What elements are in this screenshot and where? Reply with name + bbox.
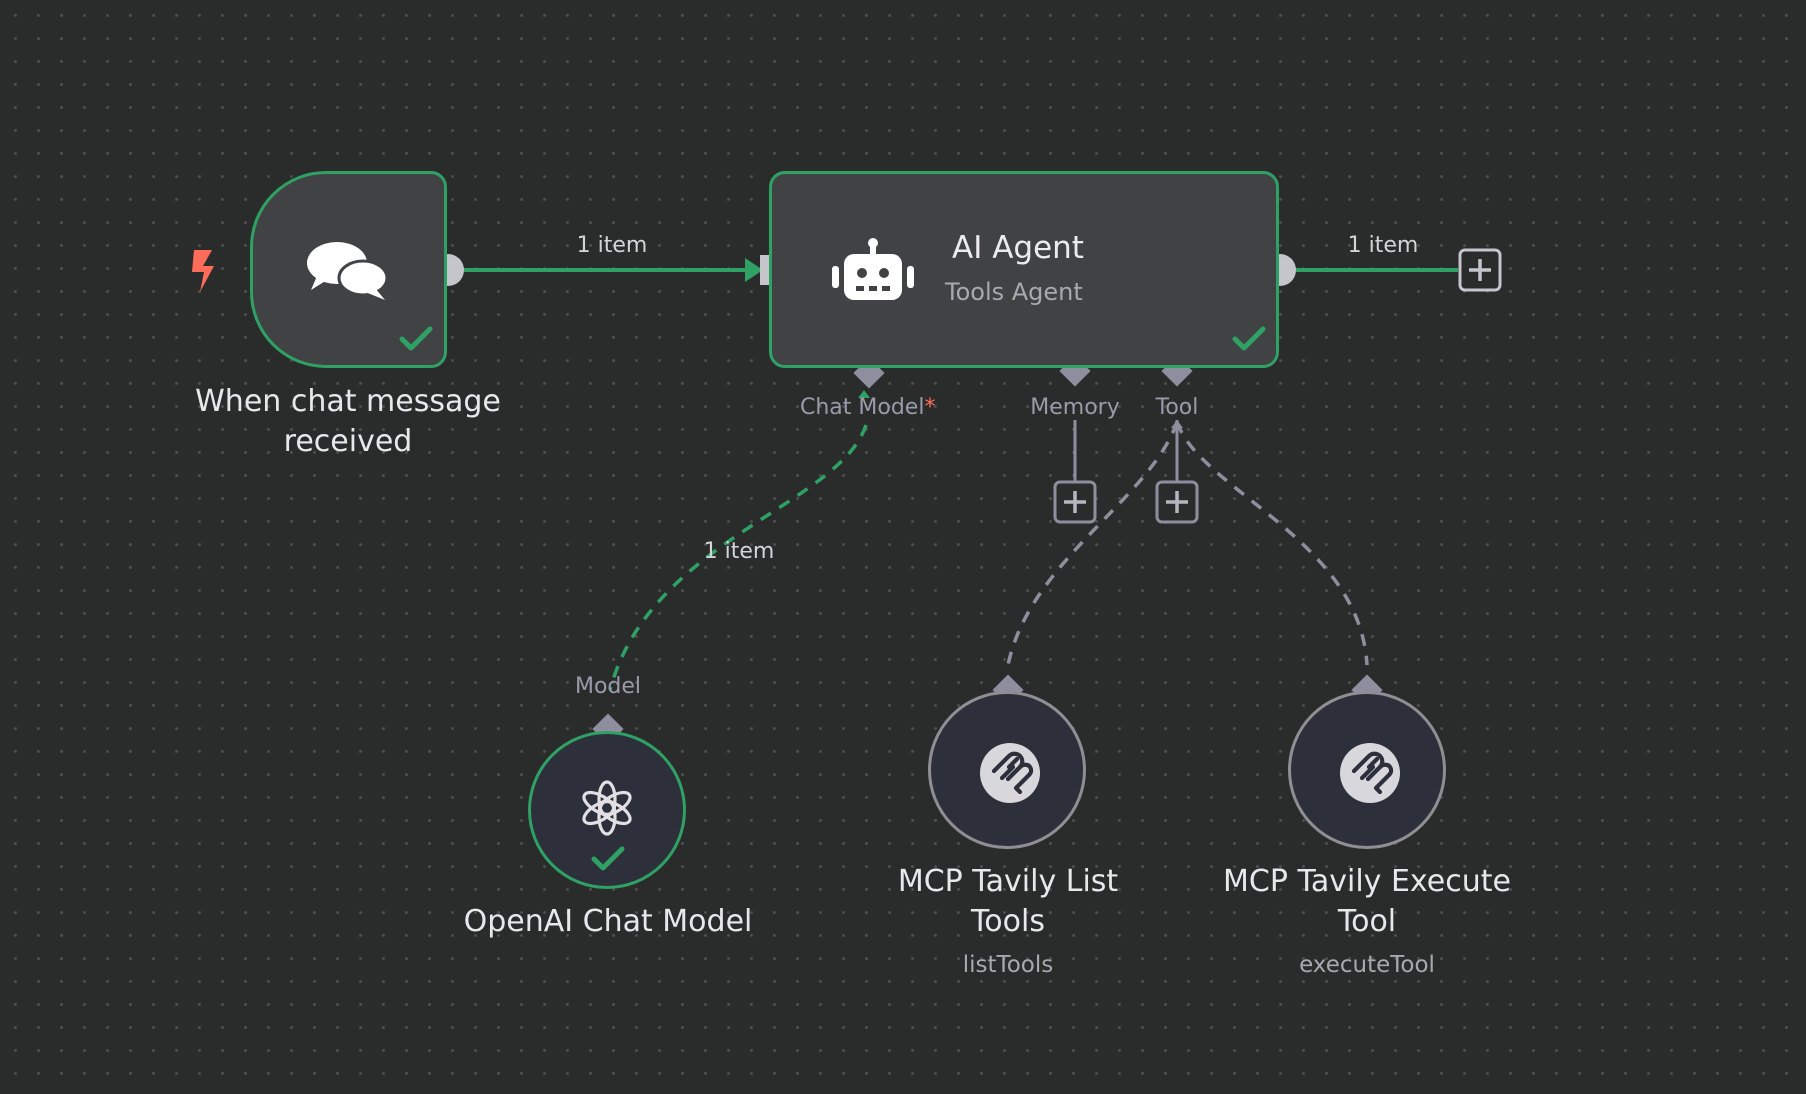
edge-label-agent-output: 1 item (1348, 233, 1419, 258)
connection-model-to-agent[interactable] (608, 424, 868, 691)
ai-agent-node[interactable] (769, 171, 1279, 368)
add-node-after-agent-button[interactable] (1458, 248, 1502, 292)
checkmark-icon (1232, 326, 1266, 351)
openai-node-title: OpenAI Chat Model (463, 904, 753, 939)
trigger-node[interactable] (250, 171, 447, 368)
chat-bubbles-icon (307, 242, 389, 300)
checkmark-icon (591, 846, 625, 871)
add-tool-button[interactable] (1155, 480, 1199, 524)
mcp-tavily-execute-tool-node[interactable] (1288, 691, 1446, 849)
agent-node-subtitle: Tools Agent (945, 278, 1083, 306)
add-memory-button[interactable] (1053, 480, 1097, 524)
mcp-exec-node-subtitle: executeTool (1299, 952, 1435, 978)
edge-label-model-to-agent: 1 item (704, 539, 775, 564)
port-label-memory: Memory (1030, 395, 1119, 420)
robot-icon (832, 238, 914, 300)
chat-model-arrowhead (858, 390, 870, 398)
port-label-tool: Tool (1155, 395, 1199, 420)
checkmark-icon (399, 326, 433, 351)
agent-node-title: AI Agent (952, 230, 1084, 266)
port-label-model: Model (575, 674, 641, 699)
connection-arrowhead (745, 258, 763, 282)
trigger-node-title: When chat message received (195, 384, 501, 459)
mcp-list-node-title: MCP Tavily List Tools (897, 864, 1119, 939)
openai-chat-model-node[interactable] (528, 731, 686, 889)
mcp-icon (980, 743, 1040, 803)
connection-mcp-exec-to-agent[interactable] (1175, 421, 1369, 666)
mcp-tavily-list-tools-node[interactable] (928, 691, 1086, 849)
mcp-icon (1340, 743, 1400, 803)
port-label-chat-model: Chat Model* (800, 395, 935, 420)
connection-mcp-list-to-agent[interactable] (1006, 421, 1179, 666)
mcp-exec-node-title: MCP Tavily Execute Tool (1223, 864, 1511, 939)
openai-icon (582, 780, 632, 836)
lightning-icon (192, 250, 214, 292)
mcp-list-node-subtitle: listTools (962, 952, 1054, 978)
edge-label-trigger-to-agent: 1 item (577, 233, 648, 258)
required-indicator: * (924, 395, 935, 420)
